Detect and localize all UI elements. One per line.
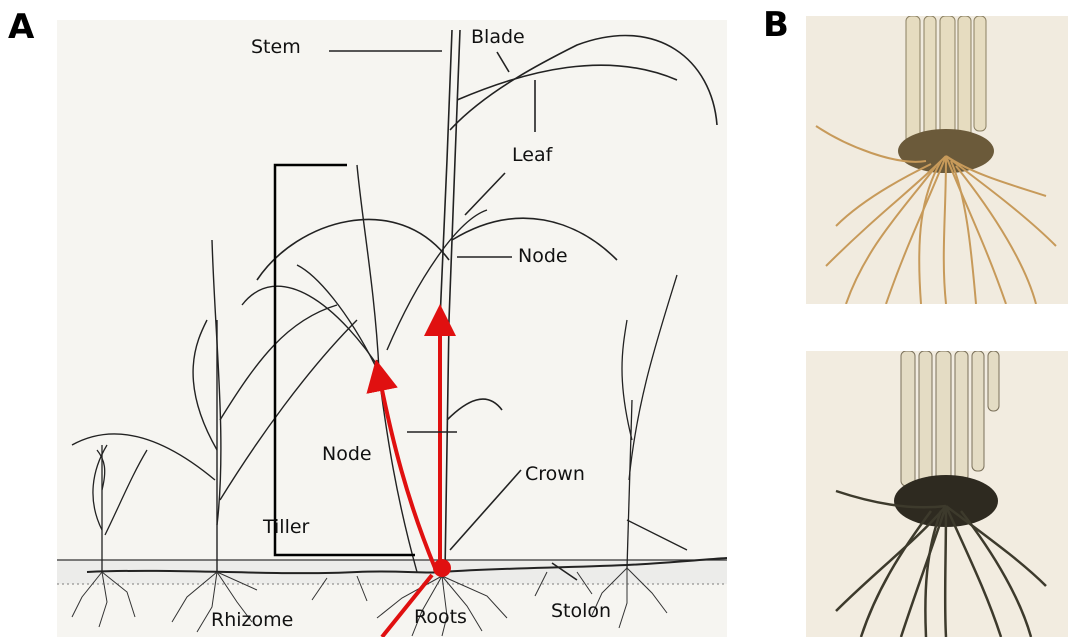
label-stem: Stem (251, 36, 301, 58)
label-node-lower: Node (322, 443, 372, 465)
panel-a-label: A (8, 10, 34, 44)
crown-marker (433, 559, 451, 577)
photo-healthy-roots (806, 16, 1068, 304)
label-rhizome: Rhizome (211, 609, 293, 631)
diagram-background (57, 20, 727, 637)
label-blade: Blade (471, 26, 525, 48)
grass-anatomy-diagram: Stem Blade Leaf Node Node Tiller Crown R… (57, 20, 727, 637)
label-tiller: Tiller (262, 516, 310, 538)
panel-b-label: B (763, 8, 789, 42)
label-roots: Roots (414, 606, 467, 628)
label-node-upper: Node (518, 245, 568, 267)
label-leaf: Leaf (512, 144, 554, 166)
photo-diseased-roots (806, 351, 1068, 637)
label-crown: Crown (525, 463, 585, 485)
label-stolon: Stolon (551, 600, 611, 622)
